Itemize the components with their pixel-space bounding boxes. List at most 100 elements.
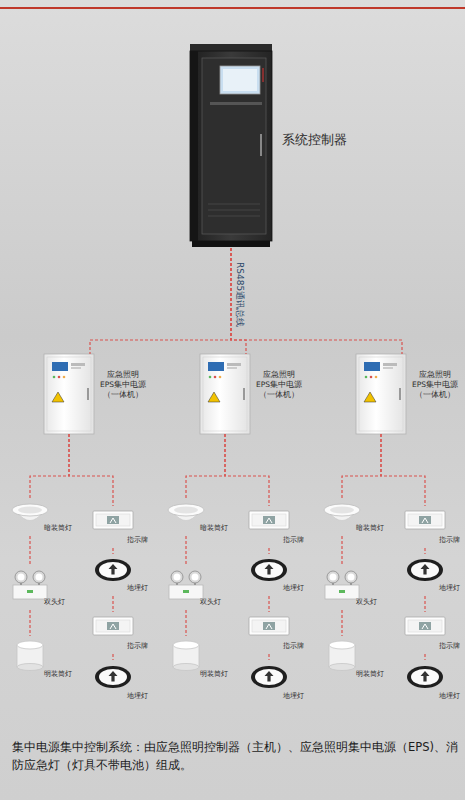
wire-connector [186,434,225,498]
eps-box: 应急照明 EPS集中电源 （一体机） [200,354,308,434]
wire-connector [112,654,113,660]
eps-box: 应急照明 EPS集中电源 （一体机） [44,354,152,434]
lamp-box: 指示牌 [247,506,309,548]
eps-cabinet [200,354,250,434]
node-label: 指示牌 [127,536,153,545]
floor-lamp-icon [407,666,443,688]
wire-connector [29,610,30,636]
lamp-box: 指示牌 [91,506,153,548]
caption: 集中电源集中控制系统：由应急照明控制器（主机）、应急照明集中电源（EPS)、消防… [12,738,458,775]
twin-lamp-icon [13,571,47,599]
lamp-icons [12,504,445,688]
exit-sign-icon [405,511,445,529]
node-label: 地埋灯 [283,584,309,593]
node-label: 暗装筒灯 [200,524,230,533]
node-label: 地埋灯 [127,692,153,701]
node-label: 指示牌 [127,642,153,651]
wire-connector [268,654,269,660]
exit-sign-icon [405,617,445,635]
floor-lamp-icon [95,666,131,688]
wire-connector [69,434,113,506]
lamp-box: 暗装筒灯 [8,498,74,536]
node-label: 地埋灯 [439,692,465,701]
controller-box: 系统控制器 [188,44,360,248]
wire-connector [268,548,269,554]
wire-connector [225,434,269,506]
node-label: 应急照明 EPS集中电源 （一体机） [408,370,462,399]
lamp-box: 地埋灯 [403,554,465,596]
bus-connector [231,248,402,354]
wire-connector [112,548,113,554]
lamp-box: 明装筒灯 [320,636,386,682]
lamp-box: 明装筒灯 [8,636,74,682]
bus-connector [90,248,231,354]
downlight-icon [324,504,360,521]
wire-connector [341,610,342,636]
lamp-box: 地埋灯 [247,660,309,704]
wire-connector [185,610,186,636]
lamp-box: 暗装筒灯 [320,498,386,536]
surface-downlight-icon [17,641,43,671]
lamp-box: 双头灯 [8,566,74,610]
downlight-icon [168,504,204,521]
bus-label: RS485通讯总线 [233,262,246,327]
wire-connector [424,596,425,612]
surface-downlight-icon [173,641,199,671]
lamp-box: 地埋灯 [403,660,465,704]
node-label: 指示牌 [283,642,309,651]
lamp-box: 双头灯 [164,566,230,610]
lamp-box: 双头灯 [320,566,386,610]
lamp-box: 地埋灯 [91,554,153,596]
node-label: 暗装筒灯 [356,524,386,533]
lamp-box: 指示牌 [247,612,309,654]
lamp-box: 指示牌 [403,506,465,548]
node-label: 应急照明 EPS集中电源 （一体机） [252,370,306,399]
wire-connector [185,536,186,566]
wire-connector [341,536,342,566]
eps-box: 应急照明 EPS集中电源 （一体机） [356,354,464,434]
node-label: 指示牌 [439,642,465,651]
wire-connector [112,596,113,612]
lamp-box: 暗装筒灯 [164,498,230,536]
lamp-box: 地埋灯 [91,660,153,704]
node-label: 地埋灯 [283,692,309,701]
node-label: 应急照明 EPS集中电源 （一体机） [96,370,150,399]
node-label: 双头灯 [200,598,230,607]
wire-connector [381,434,425,506]
node-label: 暗装筒灯 [44,524,74,533]
floor-lamp-icon [251,559,287,581]
wire-connector [342,434,381,498]
node-label: 双头灯 [44,598,74,607]
twin-lamp-icon [169,571,203,599]
node-label: 明装筒灯 [200,670,230,679]
top-rule [0,7,465,9]
lamp-box: 明装筒灯 [164,636,230,682]
controller-cabinet [190,44,272,247]
downlight-icon [12,504,48,521]
node-label: 双头灯 [356,598,386,607]
eps-cabinets [44,354,406,434]
node-label: 系统控制器 [282,132,358,149]
exit-sign-icon [93,511,133,529]
wire-connector [30,434,69,498]
lamp-box: 地埋灯 [247,554,309,596]
exit-sign-icon [93,617,133,635]
floor-lamp-icon [95,559,131,581]
exit-sign-icon [249,511,289,529]
node-label: 指示牌 [439,536,465,545]
exit-sign-icon [249,617,289,635]
node-label: 指示牌 [283,536,309,545]
node-label: 明装筒灯 [356,670,386,679]
wire-connector [268,596,269,612]
wire-connector [424,548,425,554]
node-label: 地埋灯 [439,584,465,593]
wire-connector [29,536,30,566]
node-label: 明装筒灯 [44,670,74,679]
twin-lamp-icon [325,571,359,599]
floor-lamp-icon [251,666,287,688]
surface-downlight-icon [329,641,355,671]
lamp-box: 指示牌 [91,612,153,654]
bus-connector [231,248,246,354]
